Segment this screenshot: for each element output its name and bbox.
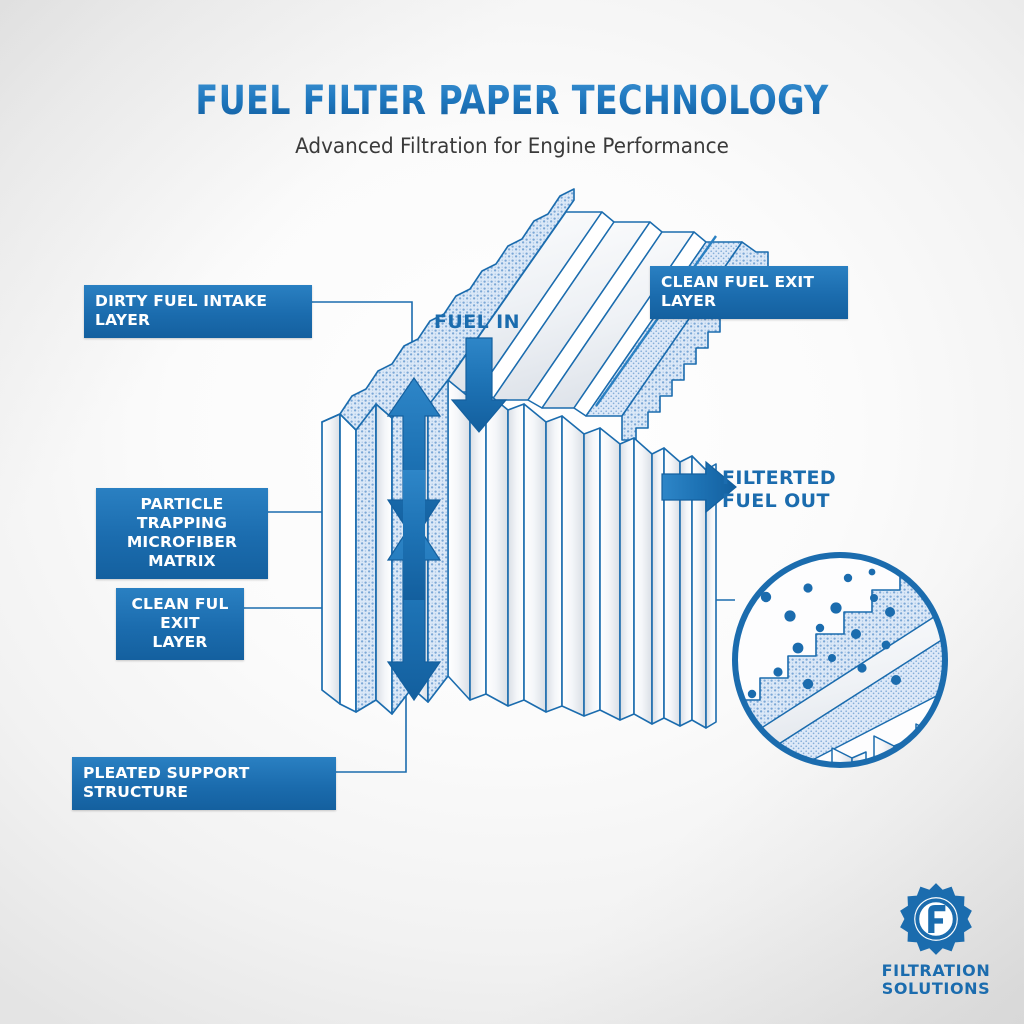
detail-magnifier <box>732 552 948 768</box>
callout-clean-fuel-exit-layer[interactable]: CLEAN FUEL EXIT LAYER <box>650 266 848 319</box>
gear-icon <box>900 883 972 955</box>
page-title: FUEL FILTER PAPER TECHNOLOGY <box>36 78 988 124</box>
callout-particle-trapping-microfiber-matrix[interactable]: PARTICLE TRAPPING MICROFIBER MATRIX <box>96 488 268 579</box>
callout-dirty-fuel-intake-layer[interactable]: DIRTY FUEL INTAKE LAYER <box>84 285 312 338</box>
fuel-in-arrow <box>450 337 508 433</box>
fuel-out-arrow <box>661 460 737 514</box>
brand-logo: FILTRATION SOLUTIONS <box>866 880 1006 998</box>
fuel-in-label: FUEL IN <box>434 311 520 333</box>
pleat-fins-front <box>447 379 717 729</box>
brand-name: FILTRATION SOLUTIONS <box>881 961 991 998</box>
callout-clean-ful-exit-layer[interactable]: CLEAN FUL EXIT LAYER <box>116 588 244 660</box>
pleat-fins-inner <box>427 379 449 703</box>
logo-monogram-f <box>928 904 946 934</box>
trapped-particles <box>747 568 901 699</box>
page-subtitle: Advanced Filtration for Engine Performan… <box>295 134 729 158</box>
callout-pleated-support-structure[interactable]: PLEATED SUPPORT STRUCTURE <box>72 757 336 810</box>
media-depth-arrow <box>386 376 442 702</box>
filtered-fuel-out-label: FILTERTED FUEL OUT <box>722 467 837 512</box>
